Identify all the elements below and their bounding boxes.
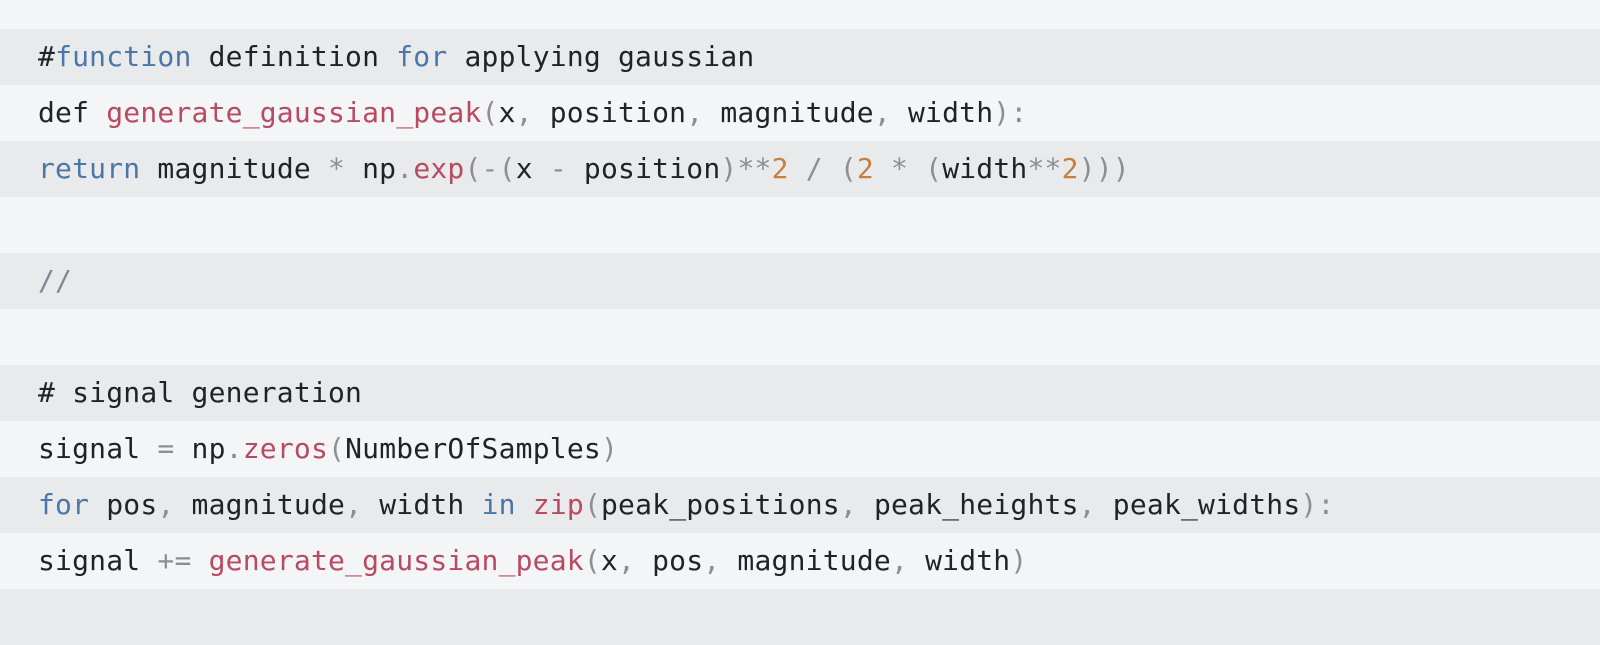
code-token: , [515,96,550,129]
code-token: = [157,432,175,465]
code-token: // [38,264,73,297]
code-token: zip [532,488,584,521]
code-token: # [38,40,56,73]
code-token: * ( [873,152,943,185]
code-token: signal [38,432,158,465]
code-token: magnitude [191,488,346,521]
code-token: - [549,152,567,185]
code-token: width [925,544,1011,577]
code-line: signal = np.zeros(NumberOfSamples) [0,421,1600,477]
code-line: signal += generate_gaussian_peak(x, pos,… [0,533,1600,589]
code-line: // [0,253,1600,309]
code-token: definition [191,40,397,73]
code-token: . [225,432,243,465]
code-line [0,589,1600,645]
code-line: return magnitude * np.exp(-(x - position… [0,141,1600,197]
code-token: width [942,152,1028,185]
code-token: 2 [856,152,874,185]
code-token: in [481,488,516,521]
code-token: zeros [242,432,329,465]
code-token: ( [583,544,601,577]
code-token: 2 [1061,152,1079,185]
code-token: peak_positions [601,488,840,521]
code-token: 2 [771,152,789,185]
code-token [516,488,533,521]
code-token: generate_gaussian_peak [106,96,482,129]
code-line: for pos, magnitude, width in zip(peak_po… [0,477,1600,533]
code-token: ( [481,96,499,129]
code-token: ): [993,96,1028,129]
code-token: # signal generation [38,376,363,409]
code-token: peak_widths [1112,488,1301,521]
code-token: ) [1010,544,1028,577]
code-line [0,309,1600,365]
code-token: applying gaussian [447,40,755,73]
code-token: , [1078,488,1113,521]
code-token: . [396,152,414,185]
code-token: for [396,40,448,73]
code-token: , [839,488,874,521]
code-token: width [908,96,994,129]
code-token: ** [1027,152,1062,185]
code-token: ))) [1078,152,1130,185]
code-token: , [686,96,721,129]
code-token: position [566,152,721,185]
code-token: pos [652,544,704,577]
code-line: def generate_gaussian_peak(x, position, … [0,85,1600,141]
code-token: magnitude [720,96,874,129]
code-block: #function definition for applying gaussi… [0,29,1600,645]
code-token: ( [328,432,346,465]
code-token: )** [720,152,772,185]
code-token: pos [89,488,158,521]
code-token: return [38,152,141,185]
code-token: * [328,152,346,185]
code-token: generate_gaussian_peak [208,544,584,577]
code-token: np [174,432,226,465]
code-token: NumberOfSamples [345,432,601,465]
code-token: def [38,96,107,129]
code-token: , [157,488,192,521]
code-token: , [873,96,908,129]
code-token: ) [600,432,619,465]
code-token: magnitude [140,152,328,185]
code-token: x [600,544,618,577]
code-token: , [345,488,380,521]
code-line: # signal generation [0,365,1600,421]
code-token: signal [38,544,158,577]
code-token: += [157,544,192,577]
code-token: position [549,96,687,129]
code-token: function [55,40,192,73]
code-token: exp [413,152,465,185]
code-token: magnitude [737,544,891,577]
code-token: / ( [788,152,857,185]
code-line [0,197,1600,253]
code-token: , [703,544,738,577]
code-token: x [498,96,516,129]
code-token: peak_heights [873,488,1079,521]
code-token: (-( [464,152,516,185]
code-token: for [38,488,90,521]
code-token [192,544,209,577]
code-line: #function definition for applying gaussi… [0,29,1600,85]
code-token: ( [583,488,601,521]
code-token: , [890,544,926,577]
code-token: np [345,152,397,185]
code-token: width [379,488,482,521]
code-token: ): [1300,488,1335,521]
code-token: x [515,152,550,185]
code-token: , [617,544,653,577]
